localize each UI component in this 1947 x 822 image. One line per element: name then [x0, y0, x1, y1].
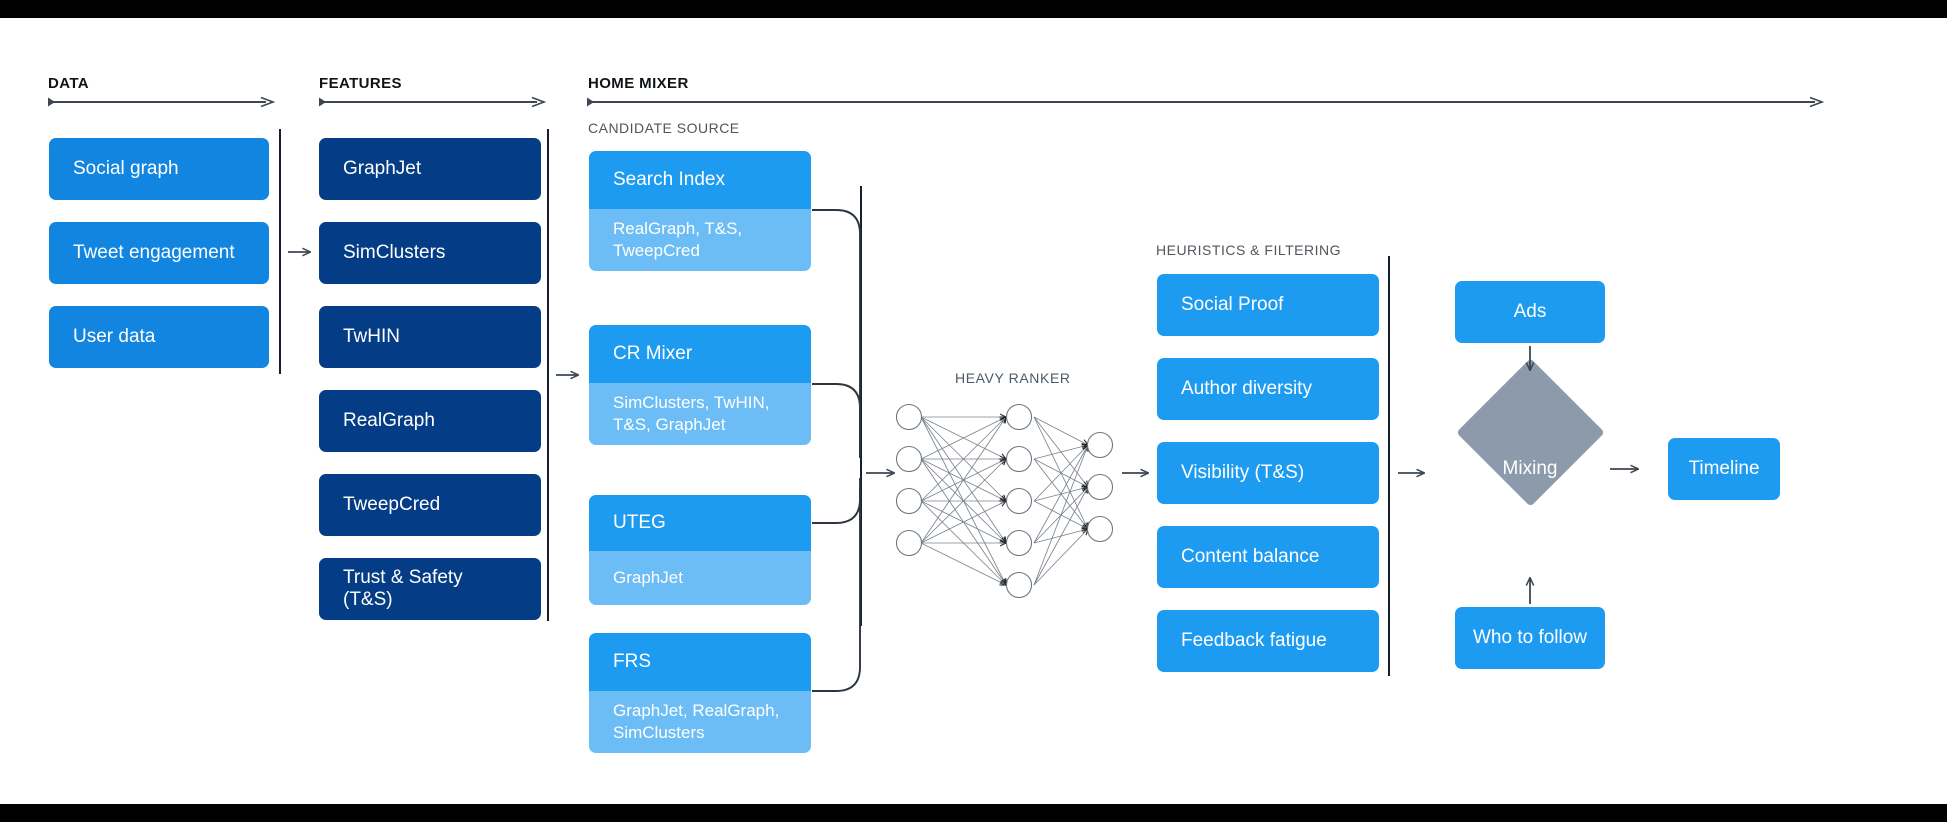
feature-box-trust-safety[interactable]: Trust & Safety (T&S) [319, 558, 541, 620]
mixing-diamond[interactable] [1456, 358, 1605, 507]
heuristic-box-feedback-fatigue[interactable]: Feedback fatigue [1157, 610, 1379, 672]
candidate-source-title: Search Index [589, 151, 811, 209]
output-box-label: Timeline [1688, 458, 1760, 479]
heuristic-box-visibility[interactable]: Visibility (T&S) [1157, 442, 1379, 504]
candidate-source-card-uteg[interactable]: UTEG GraphJet [589, 495, 811, 605]
candidate-source-features: RealGraph, T&S, TweepCred [589, 209, 811, 271]
heuristic-box-label: Feedback fatigue [1181, 630, 1327, 651]
candidate-source-card-cr-mixer[interactable]: CR Mixer SimClusters, TwHIN, T&S, GraphJ… [589, 325, 811, 445]
heuristic-box-content-balance[interactable]: Content balance [1157, 526, 1379, 588]
candidate-bus-curves [812, 209, 861, 692]
section-arrow-home-mixer [586, 96, 1824, 108]
output-box-who-to-follow[interactable]: Who to follow [1455, 607, 1605, 669]
subhead-heuristics: HEURISTICS & FILTERING [1156, 242, 1341, 258]
heuristic-box-label: Author diversity [1181, 378, 1312, 399]
candidate-source-card-frs[interactable]: FRS GraphJet, RealGraph, SimClusters [589, 633, 811, 753]
connector-layer [288, 209, 1947, 692]
feature-box-simclusters[interactable]: SimClusters [319, 222, 541, 284]
feature-box-label: GraphJet [343, 158, 422, 179]
candidate-source-title: FRS [589, 633, 811, 691]
candidate-source-title: UTEG [589, 495, 811, 551]
feature-box-label: TwHIN [343, 326, 400, 347]
diagram-canvas: DATA FEATURES HOME MIXER CANDIDATE SOURC… [0, 18, 1947, 804]
candidate-source-features: GraphJet [589, 551, 811, 605]
section-arrow-features [318, 96, 546, 108]
mixing-label: Mixing [1502, 458, 1558, 479]
candidate-source-card-search-index[interactable]: Search Index RealGraph, T&S, TweepCred [589, 151, 811, 271]
feature-box-label: Trust & Safety (T&S) [343, 567, 463, 610]
section-title-features: FEATURES [319, 75, 402, 92]
output-box-label: Ads [1513, 301, 1547, 322]
subhead-heavy-ranker: HEAVY RANKER [955, 370, 1071, 386]
section-title-home-mixer: HOME MIXER [588, 75, 689, 92]
feature-box-label: RealGraph [343, 410, 435, 431]
candidate-source-features: SimClusters, TwHIN, T&S, GraphJet [589, 383, 811, 445]
output-box-label: Who to follow [1472, 627, 1588, 648]
data-box-label: Social graph [73, 158, 179, 179]
top-letterbox-bar [0, 0, 1947, 18]
feature-box-twhin[interactable]: TwHIN [319, 306, 541, 368]
divider-heuristics-output [1388, 256, 1390, 676]
candidate-source-features: GraphJet, RealGraph, SimClusters [589, 691, 811, 753]
heuristic-box-social-proof[interactable]: Social Proof [1157, 274, 1379, 336]
feature-box-graphjet[interactable]: GraphJet [319, 138, 541, 200]
feature-box-label: SimClusters [343, 242, 446, 263]
feature-box-realgraph[interactable]: RealGraph [319, 390, 541, 452]
heuristic-box-author-diversity[interactable]: Author diversity [1157, 358, 1379, 420]
output-box-timeline[interactable]: Timeline [1668, 438, 1780, 500]
feature-box-tweepcred[interactable]: TweepCred [319, 474, 541, 536]
heuristic-box-label: Content balance [1181, 546, 1320, 567]
heuristic-box-label: Social Proof [1181, 294, 1284, 315]
bottom-letterbox-bar [0, 804, 1947, 822]
data-box-user-data[interactable]: User data [49, 306, 269, 368]
subhead-candidate-source: CANDIDATE SOURCE [588, 120, 740, 136]
feature-box-label: TweepCred [343, 494, 441, 515]
divider-data-features [279, 129, 281, 374]
heuristic-box-label: Visibility (T&S) [1181, 462, 1305, 483]
data-box-label: Tweet engagement [73, 242, 235, 263]
output-box-ads[interactable]: Ads [1455, 281, 1605, 343]
heavy-ranker-network [895, 403, 1114, 599]
data-box-label: User data [73, 326, 156, 347]
data-box-social-graph[interactable]: Social graph [49, 138, 269, 200]
section-arrow-data [47, 96, 275, 108]
candidate-source-title: CR Mixer [589, 325, 811, 383]
section-title-data: DATA [48, 75, 90, 92]
divider-features-candidates [547, 129, 549, 621]
divider-candidates-ranker [860, 186, 862, 626]
data-box-tweet-engagement[interactable]: Tweet engagement [49, 222, 269, 284]
